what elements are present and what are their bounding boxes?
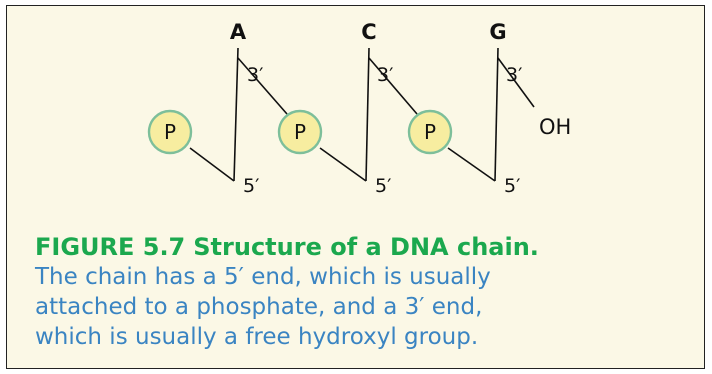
caption-line-1: The chain has a 5′ end, which is usually — [35, 264, 491, 290]
figure-panel: A C G 3′ 3′ 3′ 5′ 5′ 5′ OH P P P FIGURE … — [6, 5, 705, 369]
five-prime-label-2: 5′ — [375, 175, 391, 197]
phosphate-group-1: P — [147, 109, 193, 155]
hydroxyl-bond — [497, 57, 535, 108]
three-prime-label-2: 3′ — [377, 64, 393, 86]
sugar-backbone-2 — [365, 47, 370, 182]
sugar-backbone-3 — [494, 47, 499, 182]
base-label-2: C — [361, 20, 376, 44]
five-prime-label-1: 5′ — [243, 175, 259, 197]
five-prime-label-3: 5′ — [504, 175, 520, 197]
caption-body: The chain has a 5′ end, which is usually… — [35, 262, 701, 352]
phosphate-circle-3 — [407, 109, 453, 155]
base-label-3: G — [489, 20, 506, 44]
caption-line-2: attached to a phosphate, and a 3′ end, — [35, 294, 483, 320]
dna-chain-diagram: A C G 3′ 3′ 3′ 5′ 5′ 5′ OH P P P — [147, 20, 571, 197]
phosphate-label-3: P — [424, 120, 436, 144]
caption-line-3: which is usually a free hydroxyl group. — [35, 324, 479, 350]
phosphate-bond-5prime-1 — [189, 147, 235, 182]
hydroxyl-label: OH — [539, 115, 571, 139]
phosphate-label-1: P — [164, 120, 176, 144]
phosphate-bond-3prime-1 — [237, 57, 288, 115]
phosphate-label-2: P — [294, 120, 306, 144]
figure-title: Structure of a DNA chain. — [193, 233, 539, 261]
phosphate-group-2: P — [277, 109, 323, 155]
phosphate-group-3: P — [407, 109, 453, 155]
phosphate-bond-5prime-2 — [319, 147, 367, 182]
base-label-1: A — [230, 20, 247, 44]
sugar-backbone-1 — [233, 47, 239, 182]
phosphate-circle-2 — [277, 109, 323, 155]
three-prime-label-1: 3′ — [247, 64, 263, 86]
phosphate-bond-3prime-2 — [368, 57, 418, 115]
phosphate-bond-5prime-3 — [447, 147, 496, 182]
three-prime-label-3: 3′ — [506, 64, 522, 86]
figure-number: FIGURE 5.7 — [35, 233, 186, 261]
phosphate-circle-1 — [147, 109, 193, 155]
